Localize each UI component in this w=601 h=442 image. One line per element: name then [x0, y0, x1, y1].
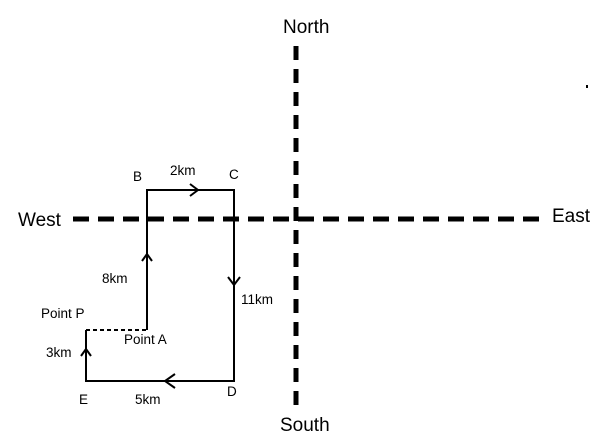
east-label: East — [552, 206, 591, 227]
distance-bc-label: 2km — [170, 163, 196, 178]
arrow-right-bc — [189, 183, 200, 197]
point-d-label: D — [227, 384, 237, 399]
stray-dot — [586, 85, 588, 88]
north-label: North — [283, 17, 329, 38]
west-label: West — [18, 210, 62, 231]
arrow-up-ep — [80, 347, 92, 357]
point-e-label: E — [79, 392, 88, 407]
distance-de-label: 5km — [135, 392, 161, 407]
distance-cd-label: 11km — [241, 292, 273, 307]
south-label: South — [280, 415, 330, 436]
distance-ab-label: 8km — [102, 271, 128, 286]
arrow-up-ab — [141, 252, 153, 262]
arrow-down-cd — [227, 276, 241, 287]
point-c-label: C — [229, 167, 239, 182]
point-p-label: Point P — [41, 306, 85, 321]
distance-ep-label: 3km — [46, 345, 72, 360]
arrow-left-de — [163, 373, 176, 389]
point-b-label: B — [133, 169, 142, 184]
point-a-label: Point A — [124, 332, 167, 347]
